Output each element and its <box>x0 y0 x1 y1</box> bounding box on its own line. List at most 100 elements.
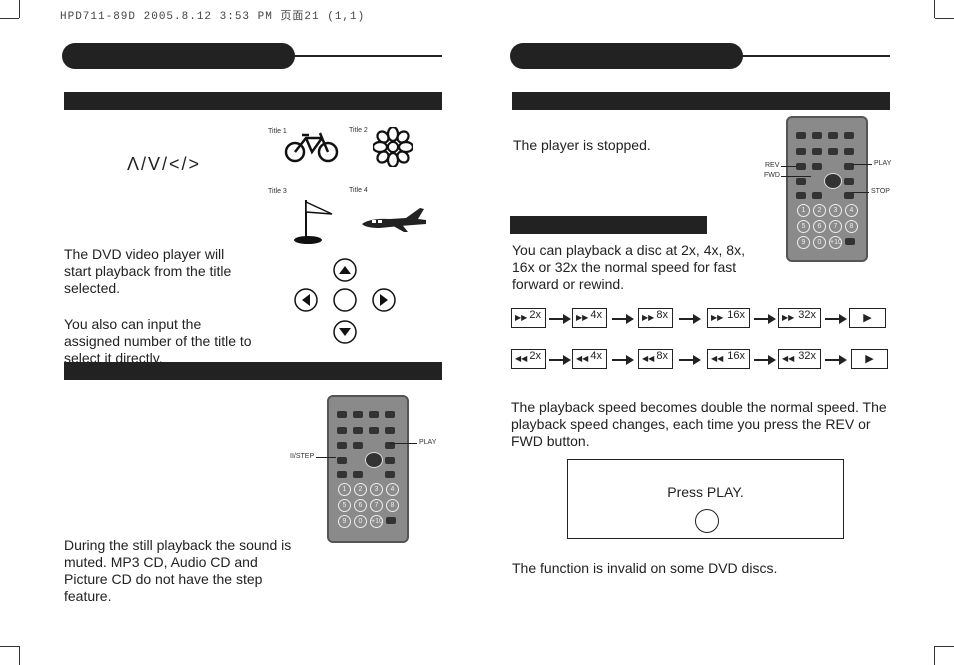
rew-speed-label: 2x <box>529 350 541 362</box>
play-box: ▶ <box>851 349 888 369</box>
nav-symbols: Λ/V/</> <box>127 154 202 174</box>
play-box: ▶ <box>849 308 886 328</box>
remote-number-key: 3 <box>370 483 383 496</box>
remote-button <box>844 132 854 139</box>
rewind-icon: ◀◀ <box>711 354 724 363</box>
remote-button <box>386 517 396 524</box>
rew-speed-label: 32x <box>798 350 816 362</box>
remote-rev-button <box>796 163 806 170</box>
crop-mark <box>0 646 19 647</box>
remote-number-key: 2 <box>813 204 826 217</box>
ff-speed-label: 4x <box>590 309 602 321</box>
remote-button <box>845 238 855 245</box>
fast-forward-icon: ▶▶ <box>576 313 589 322</box>
rew-speed-label: 4x <box>590 350 602 362</box>
remote-button <box>812 148 822 155</box>
remote-button <box>385 427 395 434</box>
remote-button <box>812 132 822 139</box>
rewind-icon: ◀◀ <box>576 354 589 363</box>
remote-number-key: 1 <box>797 204 810 217</box>
subsection-bar <box>510 216 707 234</box>
play-icon: ▶ <box>865 353 874 365</box>
remote-number-key: 5 <box>338 499 351 512</box>
section-pill-right <box>510 43 743 69</box>
ff-speed-label: 2x <box>529 309 541 321</box>
section-pill-left <box>62 43 295 69</box>
crop-mark <box>934 0 935 18</box>
ff-speed-label: 32x <box>798 309 816 321</box>
arrow-icon <box>549 355 571 365</box>
play-button-icon <box>695 509 719 533</box>
stop-callout-label: STOP <box>871 188 890 195</box>
remote-number-key: 7 <box>829 220 842 233</box>
remote-number-key: 8 <box>386 499 399 512</box>
title-label: Title 4 <box>349 187 368 194</box>
remote-step-button <box>337 457 347 464</box>
double-speed-paragraph: The playback speed becomes double the no… <box>511 399 887 449</box>
rewind-icon: ◀◀ <box>782 354 795 363</box>
play-callout-label: PLAY <box>419 439 437 446</box>
remote-button <box>844 178 854 185</box>
remote-control: 1 2 3 4 5 6 7 8 9 0 +10 <box>327 395 409 543</box>
rew-speed-label: 16x <box>727 350 745 362</box>
remote-enter-button <box>365 452 383 468</box>
play-callout-label: PLAY <box>874 160 892 167</box>
crop-mark <box>934 646 935 665</box>
remote-button <box>337 411 347 418</box>
remote-play-button <box>844 163 854 170</box>
remote-number-key: 9 <box>338 515 351 528</box>
step-callout-label: II/STEP <box>290 453 315 460</box>
subsection-bar <box>64 362 442 380</box>
callout-line <box>781 166 796 167</box>
subsection-bar <box>512 92 890 110</box>
callout-line <box>852 164 872 165</box>
remote-number-key: 4 <box>845 204 858 217</box>
remote-button <box>385 442 395 449</box>
arrow-icon <box>612 355 634 365</box>
fwd-callout-label: FWD <box>764 172 780 179</box>
remote-number-key: 6 <box>354 499 367 512</box>
remote-button <box>337 442 347 449</box>
remote-button <box>369 411 379 418</box>
remote-control: 1 2 3 4 5 6 7 8 9 0 +10 <box>786 116 868 262</box>
rew-speed-box: ◀◀8x <box>638 349 673 369</box>
rewind-icon: ◀◀ <box>642 354 655 363</box>
navigation-pad-icon[interactable] <box>293 258 397 346</box>
remote-button <box>385 471 395 478</box>
ff-speed-box: ▶▶32x <box>778 308 821 328</box>
title-label: Title 3 <box>268 188 287 195</box>
remote-button <box>369 427 379 434</box>
remote-number-key: +10 <box>370 515 383 528</box>
arrow-icon <box>825 314 847 324</box>
remote-button <box>796 178 806 185</box>
press-play-text: Press PLAY. <box>667 484 744 500</box>
crop-mark <box>0 18 19 19</box>
remote-button <box>353 471 363 478</box>
crop-mark <box>19 0 20 18</box>
section-rule-right <box>738 55 890 57</box>
crop-mark <box>19 646 20 665</box>
arrow-icon <box>754 314 776 324</box>
remote-number-key: 0 <box>813 236 826 249</box>
rew-speed-box: ◀◀16x <box>707 349 750 369</box>
subsection-bar <box>64 92 442 110</box>
crop-mark <box>935 646 954 647</box>
arrow-icon <box>825 355 847 365</box>
still-playback-paragraph: During the still playback the sound is m… <box>64 537 292 604</box>
remote-number-key: 9 <box>797 236 810 249</box>
ff-speed-box: ▶▶2x <box>511 308 546 328</box>
ff-speed-box: ▶▶16x <box>707 308 750 328</box>
title-label: Title 2 <box>349 127 368 134</box>
fast-forward-icon: ▶▶ <box>515 313 528 322</box>
remote-button <box>337 427 347 434</box>
remote-number-key: 8 <box>845 220 858 233</box>
remote-number-key: 2 <box>354 483 367 496</box>
remote-button <box>828 132 838 139</box>
golf-flag-icon <box>294 200 333 244</box>
remote-button <box>828 148 838 155</box>
remote-number-key: 0 <box>354 515 367 528</box>
remote-number-key: 6 <box>813 220 826 233</box>
remote-stop-button <box>844 192 854 199</box>
ff-speed-label: 16x <box>727 309 745 321</box>
arrow-icon <box>679 355 701 365</box>
